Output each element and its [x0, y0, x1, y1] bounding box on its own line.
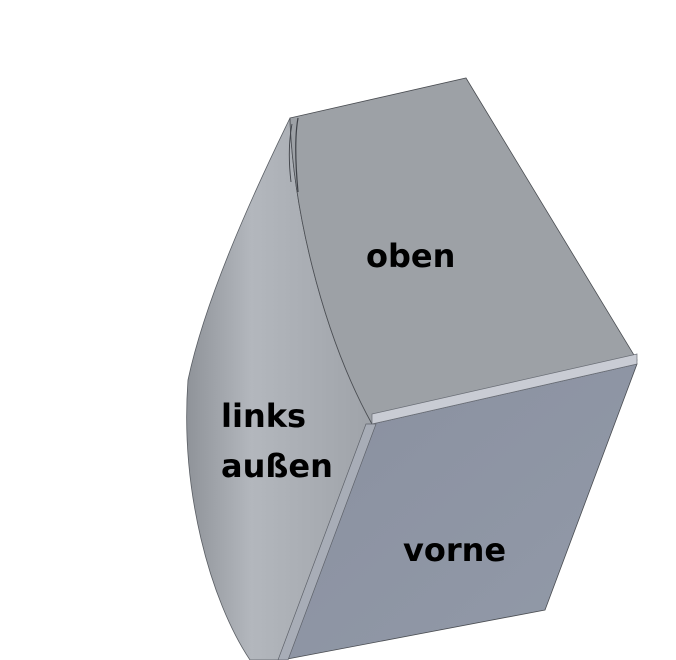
label-front-text: vorne [403, 531, 507, 569]
left-face-tangent-line-2 [288, 123, 293, 183]
corner-edge [277, 423, 377, 660]
fillet-edge [371, 353, 638, 425]
label-top-face: oben [366, 232, 455, 282]
left-face-tangent-line [295, 117, 299, 193]
label-left-outer-face: links außen [221, 392, 333, 491]
label-left-line2: außen [221, 446, 333, 485]
label-front-face: vorne [403, 526, 506, 576]
label-left-line1: links [221, 397, 307, 435]
label-top-text: oben [366, 237, 456, 275]
